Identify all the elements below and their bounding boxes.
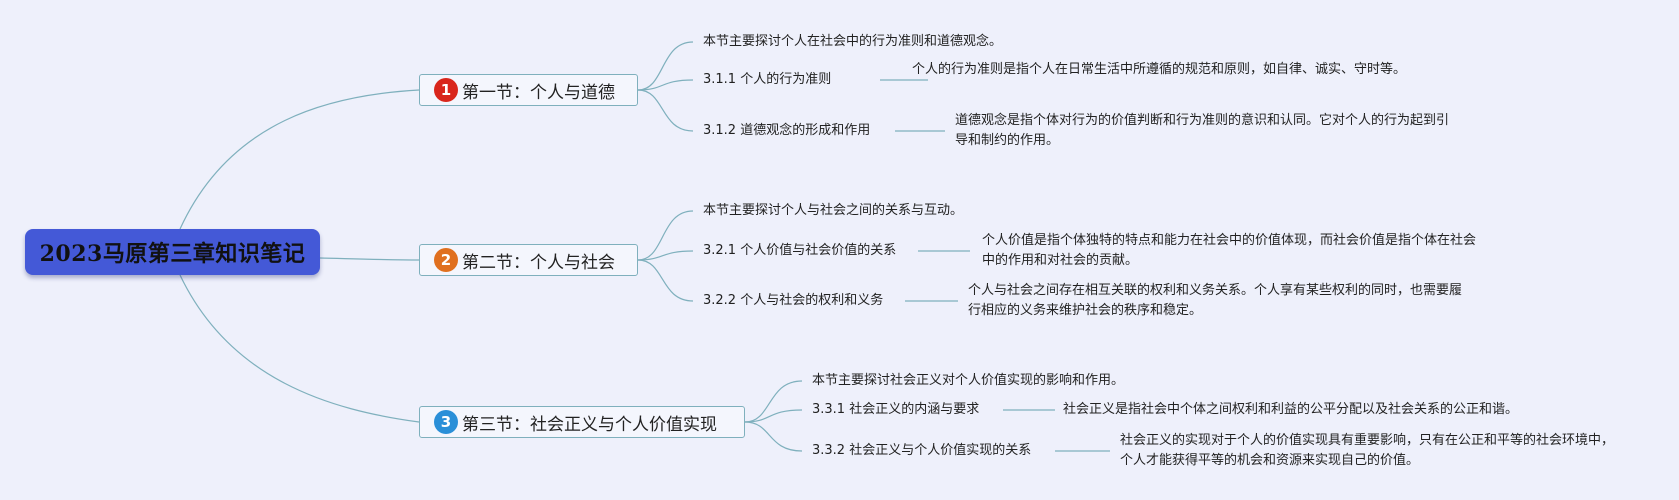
section-intro-3[interactable]: 本节主要探讨社会正义对个人价值实现的影响和作用。 bbox=[812, 373, 1125, 388]
item-desc-1-1[interactable]: 个人的行为准则是指个人在日常生活中所遵循的规范和原则，如自律、诚实、守时等。 bbox=[912, 62, 1407, 77]
connector-section-2-leaf-1 bbox=[637, 210, 694, 261]
connector-section-3-leaf-1 bbox=[744, 380, 803, 423]
item-label-1-2[interactable]: 3.1.2 道德观念的形成和作用 bbox=[703, 123, 871, 138]
connector-section-1-leaf-2 bbox=[637, 79, 694, 91]
connector-section-1-leaf-1 bbox=[637, 41, 694, 91]
connector-section-3-leaf-3 bbox=[744, 421, 803, 452]
number-badge-3: 3 bbox=[434, 410, 458, 434]
item-desc-2-1[interactable]: 个人价值是指个体独特的特点和能力在社会中的价值体现，而社会价值是指个体在社会中的… bbox=[982, 233, 1477, 268]
connector-section-2-leaf-2 bbox=[637, 250, 694, 261]
number-badge-2: 2 bbox=[434, 248, 458, 272]
item-desc-3-1[interactable]: 社会正义是指社会中个体之间权利和利益的公平分配以及社会关系的公正和谐。 bbox=[1063, 402, 1519, 417]
connector-section-3-leaf-2 bbox=[744, 409, 803, 423]
item-label-2-1[interactable]: 3.2.1 个人价值与社会价值的关系 bbox=[703, 243, 897, 258]
root-node[interactable]: 2023马原第三章知识笔记 bbox=[25, 229, 320, 275]
section-intro-2[interactable]: 本节主要探讨个人与社会之间的关系与互动。 bbox=[703, 203, 964, 218]
number-badge-1: 1 bbox=[434, 78, 458, 102]
connector-section-2-leaf-3 bbox=[637, 259, 694, 302]
connector-root-section-2 bbox=[319, 257, 420, 261]
item-desc-2-2[interactable]: 个人与社会之间存在相互关联的权利和义务关系。个人享有某些权利的同时，也需要履行相… bbox=[968, 283, 1463, 318]
connector-section-1-leaf-3 bbox=[637, 89, 694, 132]
item-desc-3-2[interactable]: 社会正义的实现对于个人的价值实现具有重要影响，只有在公正和平等的社会环境中，个人… bbox=[1120, 433, 1615, 468]
root-title: 2023马原第三章知识笔记 bbox=[39, 241, 306, 267]
section-title-1: 第一节：个人与道德 bbox=[462, 82, 615, 103]
section-node-3[interactable]: 3 第三节：社会正义与个人价值实现 bbox=[419, 406, 745, 438]
section-node-2[interactable]: 2 第二节：个人与社会 bbox=[419, 244, 638, 276]
item-label-2-2[interactable]: 3.2.2 个人与社会的权利和义务 bbox=[703, 293, 884, 308]
item-desc-1-2[interactable]: 道德观念是指个体对行为的价值判断和行为准则的意识和认同。它对个人的行为起到引导和… bbox=[955, 113, 1450, 148]
item-label-3-1[interactable]: 3.3.1 社会正义的内涵与要求 bbox=[812, 402, 980, 417]
section-title-2: 第二节：个人与社会 bbox=[462, 252, 615, 273]
connector-root-section-3 bbox=[179, 274, 420, 423]
item-label-3-2[interactable]: 3.3.2 社会正义与个人价值实现的关系 bbox=[812, 443, 1032, 458]
item-label-1-1[interactable]: 3.1.1 个人的行为准则 bbox=[703, 72, 832, 87]
section-node-1[interactable]: 1 第一节：个人与道德 bbox=[419, 74, 638, 106]
section-intro-1[interactable]: 本节主要探讨个人在社会中的行为准则和道德观念。 bbox=[703, 34, 1003, 49]
connector-root-section-1 bbox=[179, 89, 420, 230]
section-title-3: 第三节：社会正义与个人价值实现 bbox=[462, 414, 717, 435]
